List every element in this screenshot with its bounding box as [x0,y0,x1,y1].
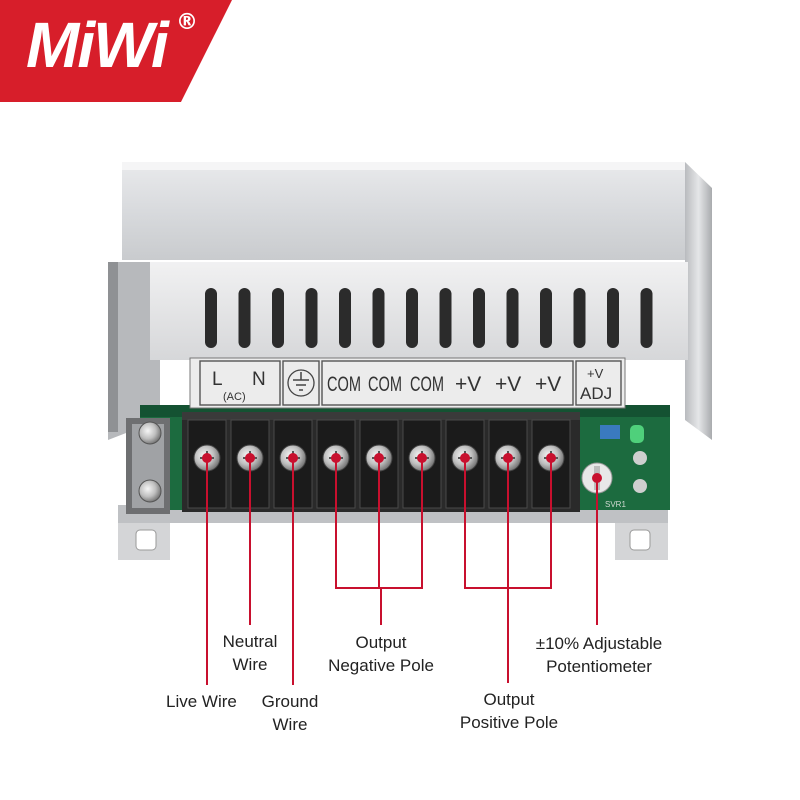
label-adj-bottom: ADJ [580,384,612,403]
vent-slot [339,288,351,348]
vent-slot [238,288,251,348]
case-left-side [108,262,160,440]
vent-slot [372,288,385,348]
callout-lines [202,453,602,685]
ground-screw-top [138,421,162,445]
neutral-line-1: Neutral [222,632,278,651]
pcb-component-1 [633,451,647,465]
label-n: N [252,369,266,390]
output-positive-line-1: Output [483,690,535,709]
output-negative-line-2: Negative Pole [328,656,434,675]
logo-text: MiWi [26,9,169,81]
label-vplus-2: +V [495,373,521,396]
led [630,425,644,443]
vent-slot [640,288,653,348]
vent-slot [540,288,552,348]
label-potentiometer: ±10% Adjustable Potentiometer [524,632,674,678]
ground-line-1: Ground [261,692,319,711]
output-positive-line-2: Positive Pole [459,713,559,732]
label-live-wire: Live Wire [166,690,237,713]
ground-screw-bottom [138,479,162,503]
label-output-positive: Output Positive Pole [446,688,572,734]
front-panel [150,262,688,360]
label-strip [189,357,626,409]
pcb-component-3 [600,425,620,439]
case-right-side [685,162,712,440]
vent-slot [439,288,452,348]
ground-line-2: Wire [272,715,308,734]
vent-slot [506,288,519,348]
label-neutral-wire: Neutral Wire [214,630,286,676]
vent-slots [205,288,653,348]
ground-symbol-circle [287,369,315,397]
vent-slot [607,288,619,348]
case-top-highlight [122,162,685,170]
label-adj-top: +V [587,366,604,381]
registered-mark: ® [176,10,198,35]
label-output-box [321,360,574,406]
output-negative-line-1: Output [355,633,407,652]
case-top [122,162,685,260]
label-adj-box [575,360,622,406]
label-ground-box [282,360,320,406]
brand-logo: MiWi ® [0,0,232,102]
vent-slot [272,288,284,348]
pcb-component-2 [633,479,647,493]
neutral-line-2: Wire [232,655,268,674]
vent-slot [473,288,485,348]
label-vplus-1: +V [455,373,481,396]
label-com-3: COM [410,373,444,396]
potentiometer-line-1: ±10% Adjustable [535,634,663,653]
live-wire-text: Live Wire [166,692,237,711]
label-ac: (AC) [223,391,246,403]
label-vplus-3: +V [535,373,561,396]
label-com-1: COM [327,373,361,396]
label-l: L [212,369,223,390]
vent-slot [305,288,318,348]
label-svr: SVR1 [605,500,626,509]
label-ac-box [199,360,281,406]
vent-slot [406,288,418,348]
flange-hole-left [135,529,157,551]
label-ground-wire: Ground Wire [254,690,326,736]
vent-slot [205,288,217,348]
label-com-2: COM [368,373,402,396]
potentiometer-line-2: Potentiometer [546,657,652,676]
flange-hole-right [629,529,651,551]
label-output-negative: Output Negative Pole [318,631,444,677]
vent-slot [573,288,586,348]
terminal-block-top [182,412,580,420]
case-left-edge [108,262,118,432]
